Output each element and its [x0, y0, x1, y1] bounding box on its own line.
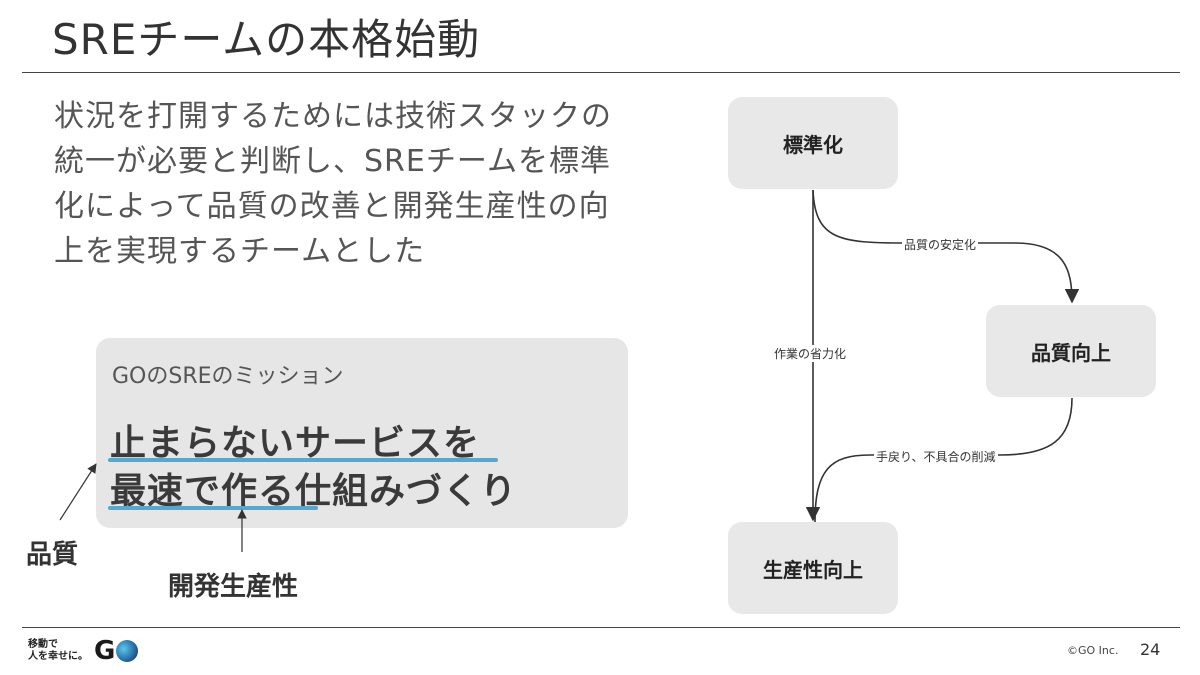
node-quality-up: 品質向上 [986, 305, 1156, 397]
quality-underline [108, 458, 498, 462]
logo-circle-icon [116, 640, 139, 662]
copyright: ©GO Inc. [1067, 644, 1119, 657]
productivity-underline [108, 506, 318, 510]
logo-tagline-line-1: 移動で [28, 639, 58, 650]
annotation-productivity: 開発生産性 [168, 572, 299, 602]
logo-tagline-line-2: 人を幸せに。 [28, 651, 88, 662]
page-number: 24 [1140, 640, 1161, 659]
mission-line-1: 止まらないサービスを [110, 423, 481, 464]
body-line: 化によって品質の改善と開発生産性の向 [54, 189, 610, 224]
edge-label-reduce-rework: 手戻り、不具合の削減 [874, 448, 998, 465]
edge-label-quality-stabilization: 品質の安定化 [902, 236, 979, 253]
footer-divider [22, 627, 1180, 628]
body-line: 状況を打開するためには技術スタックの [54, 99, 612, 134]
logo-letter-g: G [94, 636, 116, 666]
mission-title: GOのSREのミッション [112, 364, 344, 389]
title-divider [22, 72, 1180, 73]
node-standardization: 標準化 [728, 97, 898, 189]
quality-annotation-arrow [59, 463, 97, 521]
node-productivity-up: 生産性向上 [728, 522, 898, 614]
body-line: 統一が必要と判断し、SREチームを標準 [54, 144, 611, 179]
body-line: 上を実現するチームとした [54, 234, 426, 269]
edge-label-labor-saving: 作業の省力化 [772, 345, 849, 362]
go-logo-mark: G [94, 636, 139, 666]
slide-title: SREチームの本格始動 [52, 15, 481, 64]
logo-tagline: 移動で 人を幸せに。 [28, 639, 88, 663]
mission-box: GOのSREのミッション 止まらないサービスを 最速で作る仕組みづくり [96, 338, 628, 528]
annotation-quality: 品質 [26, 540, 79, 570]
company-logo: 移動で 人を幸せに。 G [28, 636, 139, 666]
mission-line-2: 最速で作る仕組みづくり [110, 471, 518, 512]
body-paragraph: 状況を打開するためには技術スタックの 統一が必要と判断し、SREチームを標準 化… [54, 94, 694, 274]
